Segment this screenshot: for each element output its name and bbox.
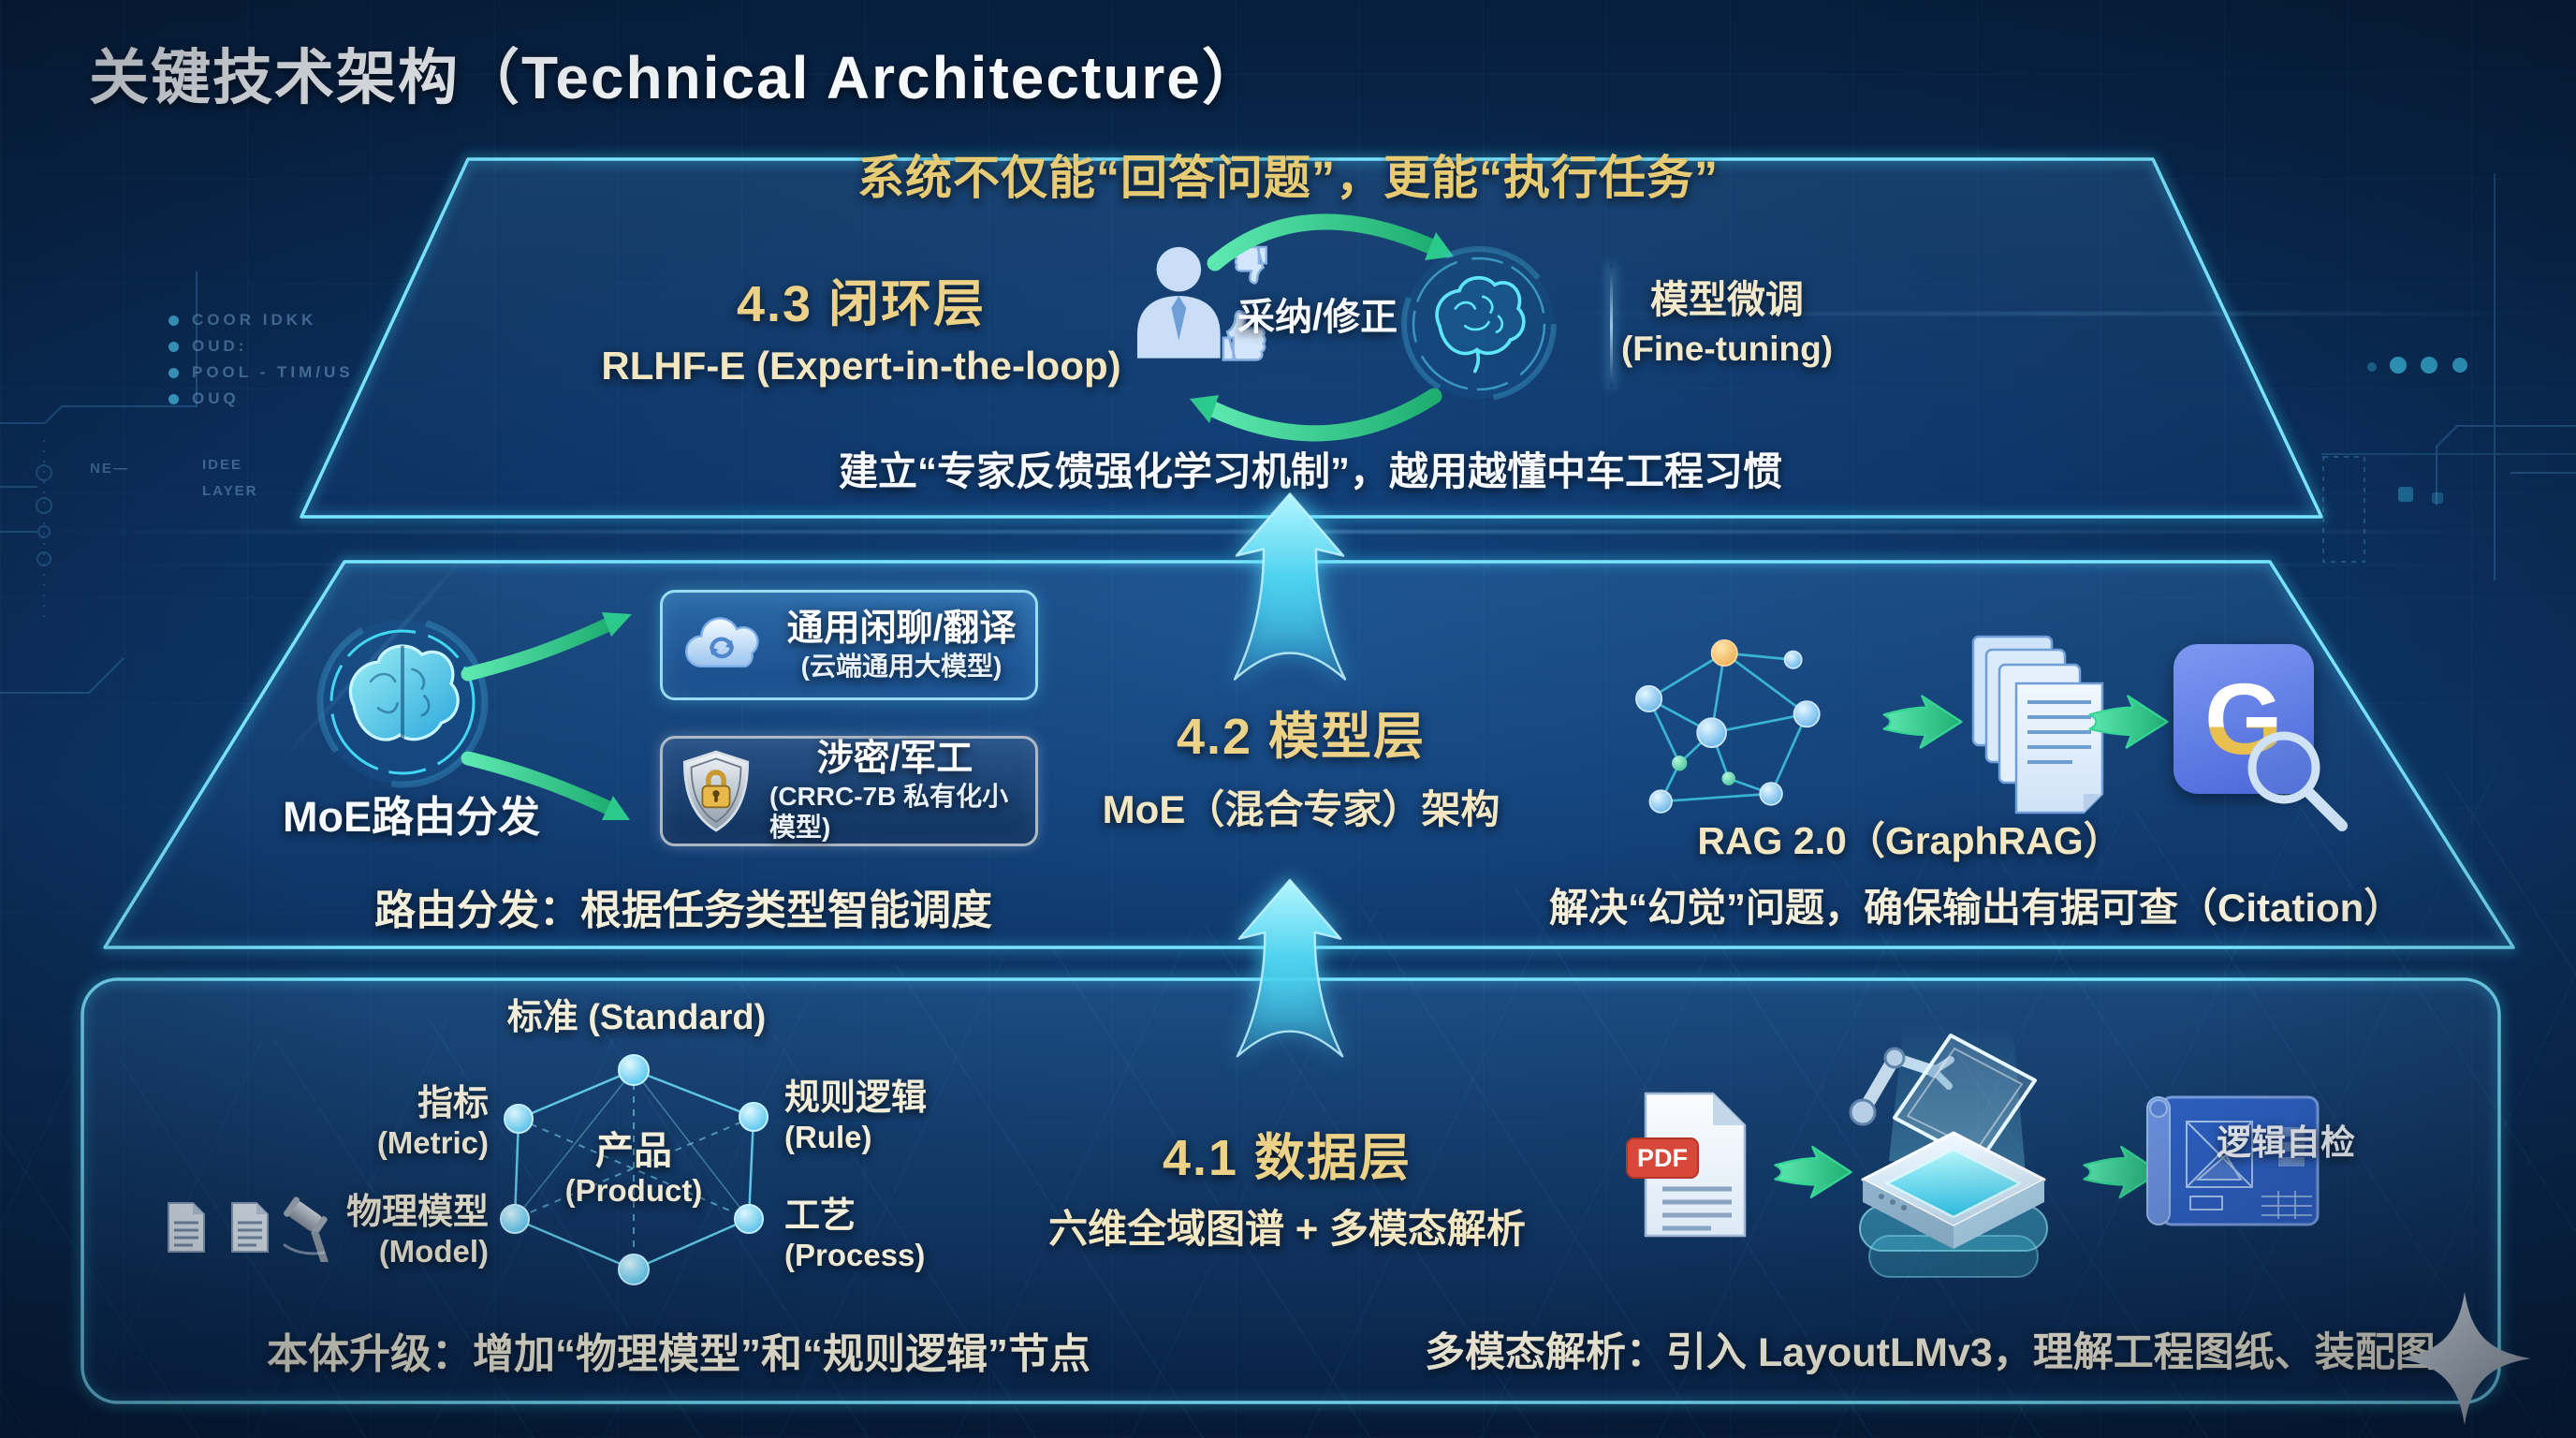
cloud-sync-icon xyxy=(684,617,759,668)
model-right-note: 解决“幻觉”问题，确保输出有据可查（Citation） xyxy=(1549,886,2404,930)
label-zh: 产品 xyxy=(595,1129,672,1172)
blueprint-check-label: 逻辑自检 xyxy=(2217,1123,2355,1162)
layer-up-arrow-top xyxy=(1229,491,1351,685)
data-heading: 4.1 数据层 xyxy=(1162,1130,1412,1186)
label-zh: 规则逻辑 xyxy=(784,1078,928,1118)
magnifier-icon xyxy=(2247,731,2348,831)
brain-circuit-icon xyxy=(1401,246,1557,402)
route-box-title: 涉密/军工 xyxy=(816,738,973,779)
route-box-subtitle: (CRRC-7B 私有化小模型) xyxy=(769,781,1009,843)
route-box-text: 通用闲聊/翻译 (云端通用大模型) xyxy=(783,609,1020,682)
sparkle-icon xyxy=(2398,1292,2531,1425)
label-zh: 指标 xyxy=(417,1084,489,1123)
data-subheading: 六维全域图谱 + 多模态解析 xyxy=(1048,1207,1526,1251)
closed-loop-subheading: RLHF-E (Expert-in-the-loop) xyxy=(601,344,1121,388)
route-arrows-icon xyxy=(461,612,632,820)
data-left-note: 本体升级：增加“物理模型”和“规则逻辑”节点 xyxy=(267,1331,1090,1377)
loop-label: 采纳/修正 xyxy=(1237,297,1398,338)
layer-up-arrow-bottom xyxy=(1229,878,1351,1061)
route-box-title: 通用闲聊/翻译 xyxy=(786,608,1017,649)
scanner-robot-icon xyxy=(1849,1022,2048,1278)
model-subheading: MoE（混合专家）架构 xyxy=(1102,787,1500,831)
finetune-title: 模型微调 xyxy=(1650,278,1804,321)
data-right-note: 多模态解析：引入 LayoutLMv3，理解工程图纸、装配图 xyxy=(1425,1330,2436,1375)
finetune-block: 模型微调 (Fine-tuning) xyxy=(1619,268,1835,369)
label-en: (Metric) xyxy=(376,1124,489,1160)
route-box-secure: 涉密/军工 (CRRC-7B 私有化小模型) xyxy=(660,736,1038,846)
model-heading: 4.2 模型层 xyxy=(1176,709,1427,765)
label-en: (Rule) xyxy=(784,1119,872,1154)
finetune-subtitle: (Fine-tuning) xyxy=(1620,330,1834,368)
closed-loop-heading-block: 4.3 闭环层 RLHF-E (Expert-in-the-loop) xyxy=(599,262,1123,389)
rag-caption: RAG 2.0（GraphRAG） xyxy=(1697,819,2122,862)
label-en: (Process) xyxy=(784,1237,926,1272)
gavel-icon xyxy=(283,1196,329,1262)
pdf-badge-label: PDF xyxy=(1637,1144,1688,1172)
label-zh: 工艺 xyxy=(784,1196,856,1236)
route-box-general: 通用闲聊/翻译 (云端通用大模型) xyxy=(660,590,1038,700)
page-title: 关键技术架构（Technical Architecture） xyxy=(89,44,1264,111)
graph-node-label-product: 产品 (Product) xyxy=(549,1129,718,1209)
closed-loop-heading: 4.3 闭环层 xyxy=(736,276,987,332)
route-box-subtitle: (云端通用大模型) xyxy=(800,651,1003,681)
google-search-icon: G xyxy=(2174,644,2348,831)
route-box-text: 涉密/军工 (CRRC-7B 私有化小模型) xyxy=(769,739,1020,844)
pdf-file-icon: PDF xyxy=(1626,1092,1747,1238)
document-icon xyxy=(230,1201,270,1254)
docs-to-search-arrow-icon xyxy=(2088,695,2169,749)
closed-loop-note: 建立“专家反馈强化学习机制”，越用越懂中车工程习惯 xyxy=(838,449,1782,493)
vertical-divider xyxy=(1610,264,1613,388)
model-left-note: 路由分发：根据任务类型智能调度 xyxy=(374,888,992,933)
document-icon xyxy=(167,1201,206,1254)
graph-node-label-metric: 指标 (Metric) xyxy=(309,1084,489,1161)
label-en: (Product) xyxy=(564,1173,703,1209)
graph-to-docs-arrow-icon xyxy=(1882,695,1963,749)
shield-lock-icon xyxy=(682,750,750,832)
graph-node-label-process: 工艺 (Process) xyxy=(784,1196,925,1273)
model-heading-block: 4.2 模型层 MoE（混合专家）架构 xyxy=(1067,695,1535,835)
data-heading-block: 4.1 数据层 六维全域图谱 + 多模态解析 xyxy=(1025,1116,1549,1255)
knowledge-graph-icon xyxy=(1635,638,1821,814)
graph-node-label-rule: 规则逻辑 (Rule) xyxy=(784,1078,927,1155)
